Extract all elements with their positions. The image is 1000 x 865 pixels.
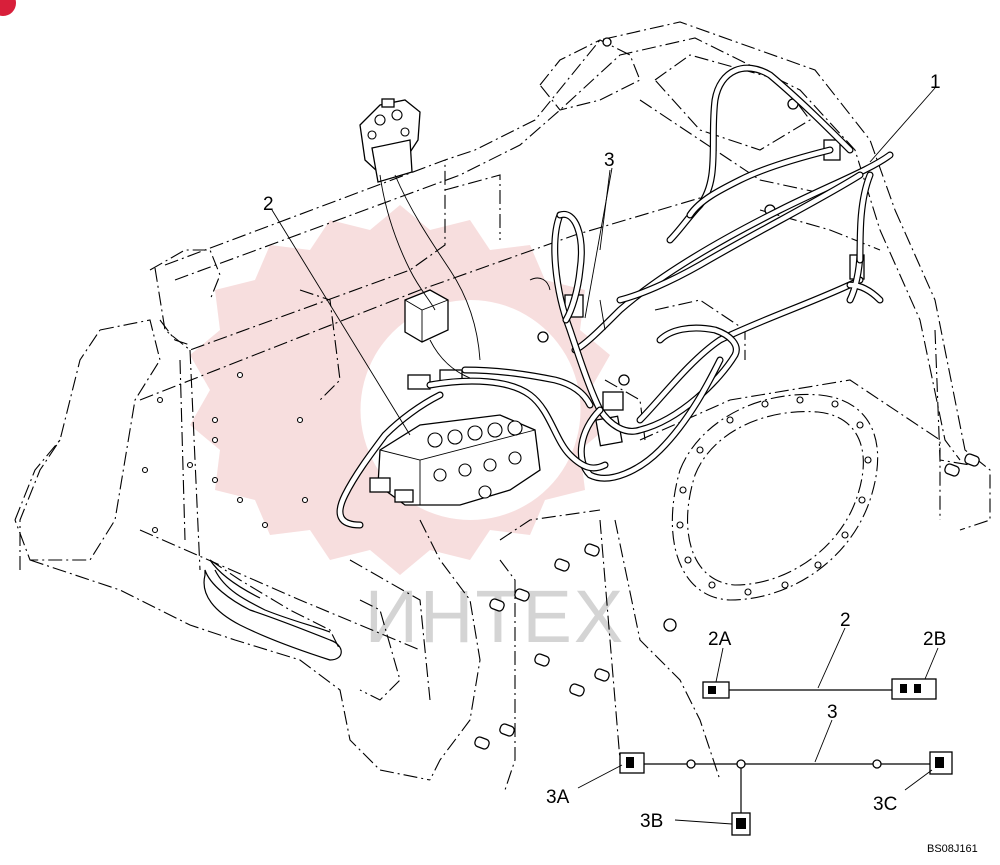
- watermark-text: ИНТЕХ: [365, 575, 626, 658]
- label-2: 2: [840, 610, 851, 631]
- figure-code: BS08J161: [927, 843, 978, 855]
- watermark-gear-icon: [190, 205, 610, 575]
- label-3a: 3A: [546, 787, 570, 808]
- corner-badge-icon: [0, 0, 16, 16]
- left-plate-holes: [141, 371, 309, 534]
- label-3: 3: [827, 702, 838, 723]
- access-cover: [671, 393, 879, 601]
- callout-3: 3: [584, 150, 615, 319]
- callout-2-label: 2: [263, 194, 274, 215]
- solenoid-wires: [379, 169, 611, 379]
- label-3c: 3C: [873, 794, 897, 815]
- harness-2-detail: 2A 2B 2: [702, 610, 946, 700]
- callout-1: 1: [869, 72, 941, 163]
- callout-1-label: 1: [930, 72, 941, 93]
- relay-box: [404, 289, 449, 343]
- wire-harness-2: [336, 366, 609, 529]
- wire-harness-1: [571, 64, 894, 424]
- label-2b: 2B: [923, 629, 946, 650]
- solenoid-component: [359, 98, 421, 183]
- control-valve: [369, 414, 541, 506]
- label-3b: 3B: [640, 811, 663, 832]
- loader-frame: [14, 21, 991, 791]
- harness-3-detail: 3A 3B 3C 3: [546, 702, 953, 836]
- callout-2: 2: [263, 194, 411, 436]
- callout-3-label: 3: [604, 150, 615, 171]
- wire-harness-3: [551, 210, 740, 482]
- label-2a: 2A: [708, 629, 732, 650]
